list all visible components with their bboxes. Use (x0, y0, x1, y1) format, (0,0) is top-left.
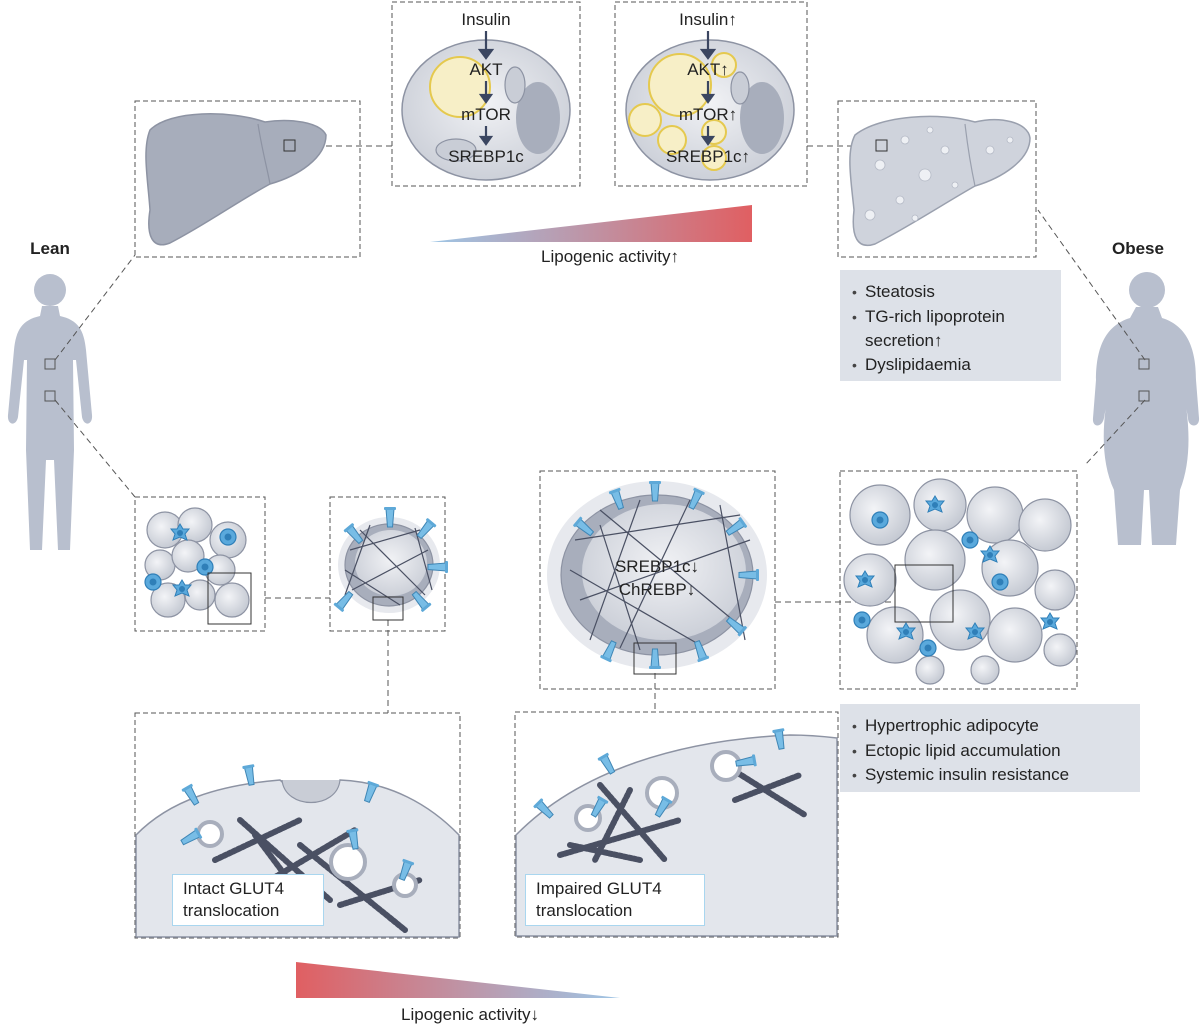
obese-macrophage-6 (991, 573, 1009, 591)
obese-adipocyte-zoom-square (633, 642, 677, 675)
intact-glut4-box (134, 712, 461, 939)
pathway-arrows (477, 31, 717, 146)
effect-insulin-resistance: Systemic insulin resistance (852, 763, 1128, 788)
lean-hepatocyte-box (391, 1, 581, 187)
lean-akt-label: AKT (469, 60, 503, 79)
obese-human-figure (1092, 272, 1200, 545)
impaired-glut4-label: Impaired GLUT4 translocation (525, 874, 705, 926)
lean-macrophage-2 (219, 528, 237, 546)
adipose-effects-box: Hypertrophic adipocyte Ectopic lipid acc… (840, 704, 1140, 792)
lean-human-figure (7, 274, 93, 550)
liver-effects-box: Steatosis TG-rich lipoprotein secretion↑… (840, 270, 1061, 381)
lean-adipose-tissue (144, 507, 250, 618)
obese-macrophage-9 (919, 639, 937, 657)
lean-insulin-label: Insulin (461, 10, 511, 29)
lean-adipocyte-zoom-square (372, 596, 404, 621)
obese-adipose-box (839, 470, 1078, 690)
obese-adipose-tissue (843, 478, 1077, 685)
lean-adipocyte (332, 506, 449, 613)
lean-hepatocyte (401, 39, 571, 181)
lean-label: Lean (30, 239, 70, 258)
obese-macrophage-7 (853, 611, 871, 629)
connector-lines (54, 145, 1146, 713)
intact-glut4-line2: translocation (183, 901, 280, 920)
effect-dyslipidaemia: Dyslipidaemia (852, 353, 1049, 378)
obese-macrophage-3 (961, 531, 979, 549)
intact-glut4-line1: Intact GLUT4 (183, 879, 285, 898)
obese-label: Obese (1112, 239, 1164, 258)
impaired-glut4-line2: translocation (536, 901, 633, 920)
effect-steatosis: Steatosis (852, 280, 1049, 305)
lipogenic-down-label: Lipogenic activity↓ (401, 1005, 539, 1024)
lipogenic-up-label: Lipogenic activity↑ (541, 247, 679, 266)
obese-liver (849, 115, 1031, 247)
lipogenic-down-gradient (296, 962, 620, 998)
effect-hypertrophic-adipocyte: Hypertrophic adipocyte (852, 714, 1128, 739)
obese-akt-label: AKT↑ (687, 60, 729, 79)
lean-liver (145, 113, 327, 246)
obese-srebp1c-label: SREBP1c↑ (665, 147, 751, 166)
obese-adipocyte (547, 480, 767, 670)
obese-macrophage-2 (871, 511, 889, 529)
obese-liver-box (837, 100, 1037, 258)
intact-glut4-label: Intact GLUT4 translocation (172, 874, 324, 926)
impaired-glut4-line1: Impaired GLUT4 (536, 879, 662, 898)
effect-ectopic-lipid: Ectopic lipid accumulation (852, 739, 1128, 764)
lean-macrophage-3 (144, 573, 162, 591)
lean-liver-box (134, 100, 361, 258)
lean-adipose-box (134, 496, 266, 632)
lipogenic-up-gradient (430, 205, 752, 242)
lean-mtor-label: mTOR (461, 105, 511, 124)
srebp1c-down-label: SREBP1c↓ (614, 557, 700, 576)
obese-hepatocyte (625, 39, 795, 181)
effect-tg-rich-lipoprotein: TG-rich lipoprotein (852, 305, 1049, 330)
lean-liver-marker (44, 358, 56, 370)
obese-insulin-label: Insulin↑ (679, 10, 737, 29)
lean-fat-marker (44, 390, 56, 402)
lean-adipocyte-box (329, 496, 446, 632)
obese-adipose-zoom-square (894, 564, 954, 623)
impaired-glut4-box (514, 711, 839, 938)
obese-mtor-label: mTOR↑ (678, 105, 738, 124)
lean-adipose-zoom-square (207, 572, 252, 625)
obese-macrophage-11 (1040, 612, 1060, 630)
chrebp-down-label: ChREBP↓ (618, 580, 696, 599)
obese-adipocyte-box (539, 470, 776, 690)
lean-srebp1c-label: SREBP1c (448, 147, 524, 166)
effect-secretion: secretion↑ (865, 331, 943, 350)
obese-hepatocyte-box (614, 1, 808, 187)
